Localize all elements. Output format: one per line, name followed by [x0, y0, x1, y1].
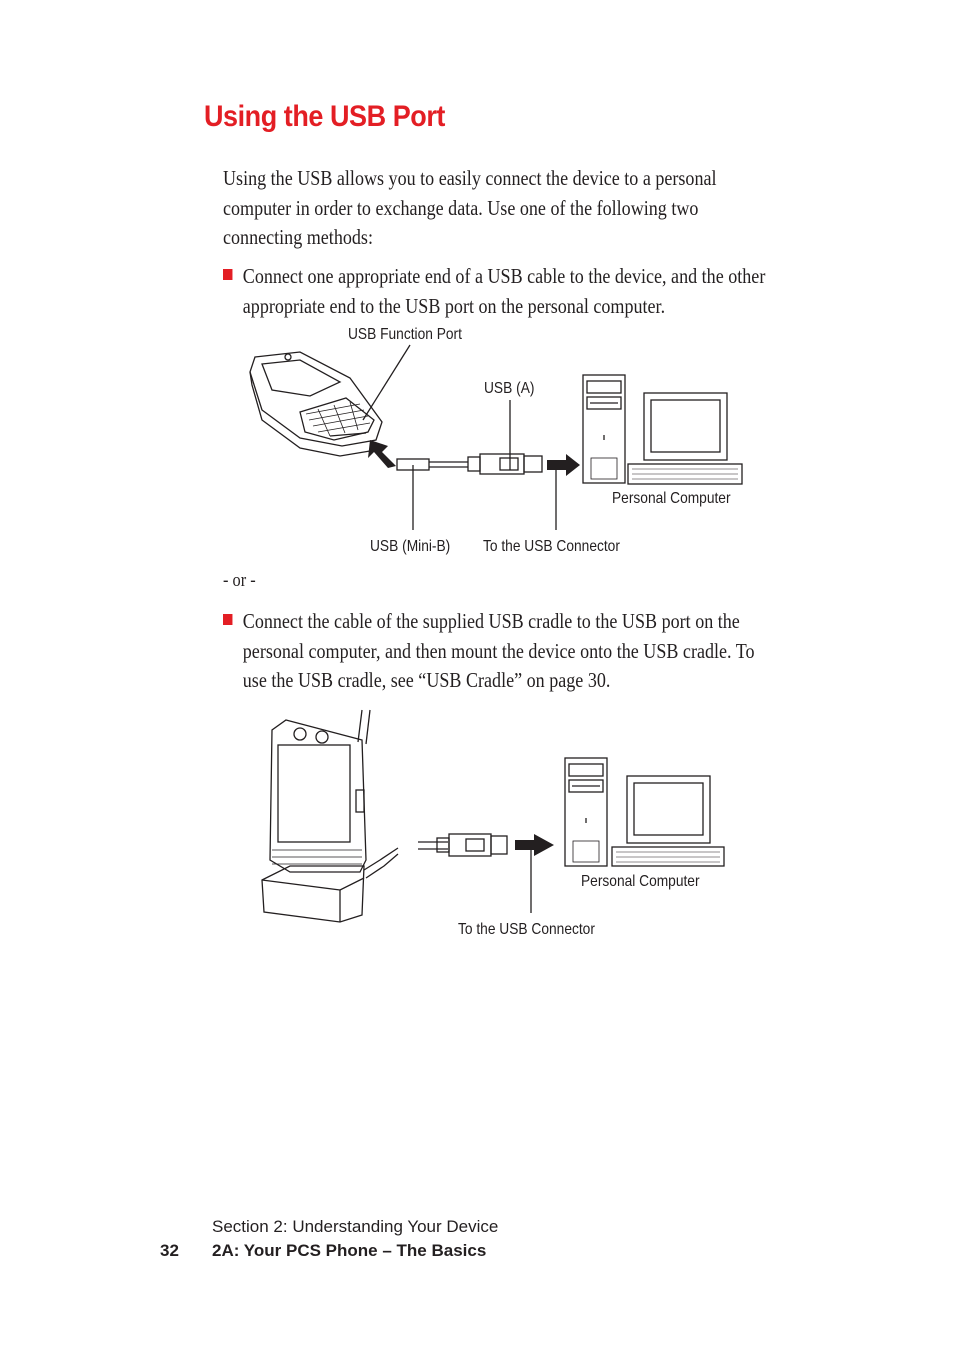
usb-function-port-label: USB Function Port — [348, 326, 462, 343]
page-title: Using the USB Port — [204, 100, 445, 133]
to-usb-connector-label: To the USB Connector — [458, 921, 595, 938]
bullet-item-cradle: Connect the cable of the supplied USB cr… — [223, 607, 773, 696]
bullet-item-cable: Connect one appropriate end of a USB cab… — [223, 262, 773, 321]
or-separator: - or - — [223, 570, 256, 591]
page-number: 32 — [160, 1241, 179, 1260]
usb-cable-illustration — [418, 833, 508, 857]
personal-computer-label: Personal Computer — [612, 490, 731, 507]
footer-chapter: 2A: Your PCS Phone – The Basics — [212, 1241, 487, 1260]
personal-computer-illustration — [582, 374, 743, 485]
pda-device-illustration — [249, 351, 383, 457]
usb-cable-illustration — [396, 453, 543, 475]
cradle-device-illustration — [261, 709, 399, 923]
personal-computer-illustration — [564, 757, 725, 867]
usb-a-label: USB (A) — [484, 380, 535, 397]
square-bullet-icon — [223, 614, 233, 625]
bullet-text: Connect the cable of the supplied USB cr… — [242, 609, 755, 692]
bullet-text: Connect one appropriate end of a USB cab… — [242, 264, 766, 318]
usb-mini-b-label: USB (Mini-B) — [370, 538, 451, 555]
square-bullet-icon — [223, 269, 233, 280]
intro-paragraph: Using the USB allows you to easily conne… — [223, 166, 717, 249]
to-usb-connector-label: To the USB Connector — [483, 538, 620, 555]
personal-computer-label: Personal Computer — [581, 873, 700, 890]
footer-section: Section 2: Understanding Your Device — [212, 1217, 499, 1236]
